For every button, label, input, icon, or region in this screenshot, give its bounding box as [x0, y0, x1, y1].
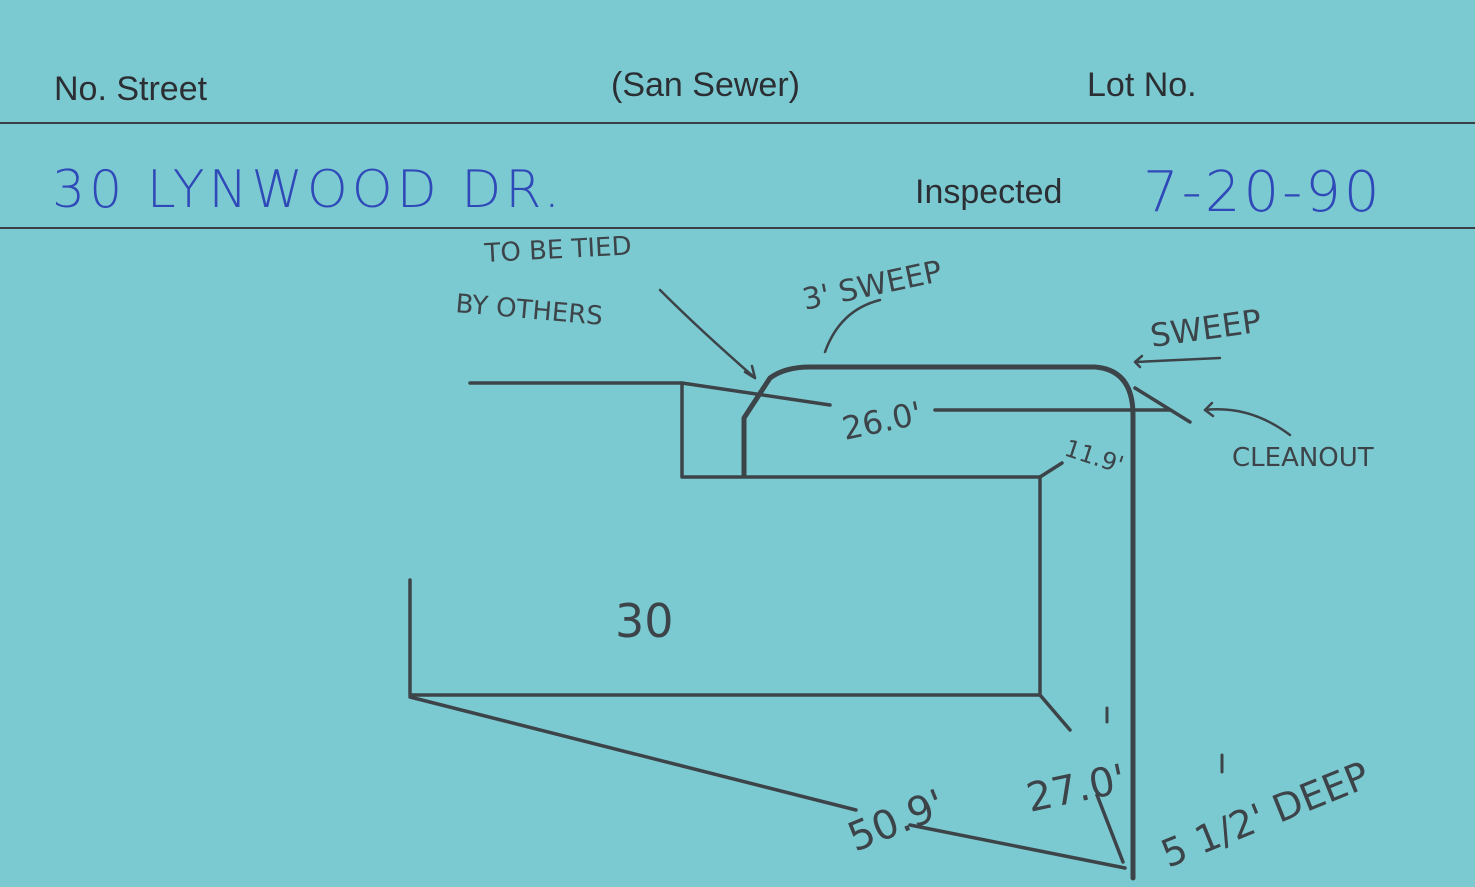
- address-rule: [0, 227, 1475, 229]
- sewer-pipe: [741, 364, 1136, 881]
- street-label: No. Street: [54, 70, 208, 108]
- vertical-diag-b: [1095, 793, 1125, 864]
- diagonal-line-a: [408, 695, 858, 812]
- tied-arrow: [658, 288, 757, 380]
- house-number: 30: [615, 594, 674, 648]
- note-sweep-top: 3' SWEEP: [799, 254, 945, 318]
- dim-diagonal: 50.9': [842, 781, 952, 861]
- inspected-label: Inspected: [915, 173, 1063, 211]
- address-entry: 30 LYNWOOD DR.: [52, 160, 565, 220]
- house-outline: [408, 475, 1042, 697]
- header-rule: [0, 122, 1475, 124]
- front-box: [680, 381, 1042, 479]
- note-sweep-right: SWEEP: [1148, 302, 1264, 355]
- sweep-right-arrow: [1133, 356, 1222, 364]
- tied-arrow-head: [743, 364, 757, 380]
- depth-note: 5 1/2' DEEP: [1155, 753, 1376, 876]
- sweep-arrow: [823, 298, 882, 354]
- note-tied-line1: TO BE TIED: [483, 231, 633, 269]
- note-tied-line2: BY OTHERS: [454, 289, 604, 332]
- tie-line: [680, 381, 832, 407]
- sewer-type-label: (San Sewer): [611, 66, 800, 104]
- vertical-diag: [1038, 693, 1072, 732]
- dim-corner: 11.9': [1061, 434, 1127, 479]
- note-cleanout: CLEANOUT: [1232, 443, 1374, 473]
- cleanout-mark: [1133, 386, 1192, 424]
- sweep-right-arrow-head: [1133, 354, 1144, 369]
- lot-label: Lot No.: [1087, 66, 1197, 104]
- dim-top: 26.0': [839, 394, 925, 448]
- corner-tick: [1038, 461, 1064, 479]
- cleanout-arrow: [1203, 408, 1292, 437]
- inspected-date: 7-20-90: [1143, 160, 1383, 225]
- dim-vertical: 27.0': [1023, 756, 1130, 822]
- cleanout-arrow-head: [1203, 401, 1215, 418]
- diagonal-line-b: [908, 823, 1127, 870]
